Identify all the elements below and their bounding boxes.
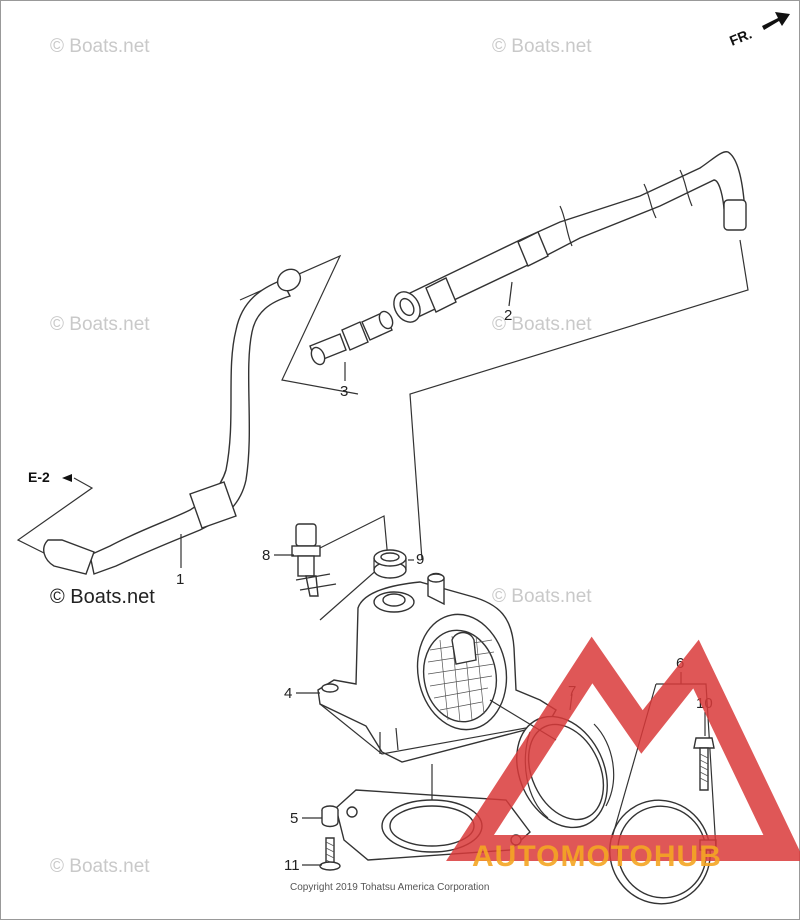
callout-11: 11 bbox=[284, 857, 300, 874]
callout-5: 5 bbox=[290, 810, 298, 827]
reference-label: E-2 bbox=[28, 469, 50, 485]
reference-e2: E-2 bbox=[16, 469, 94, 556]
part-2-hose bbox=[393, 151, 749, 561]
direction-arrow-icon bbox=[762, 12, 790, 30]
part-5-grommet bbox=[321, 805, 339, 828]
part-3-connector bbox=[309, 310, 394, 366]
watermark: © Boats.net bbox=[492, 314, 592, 335]
watermark: © Boats.net bbox=[50, 856, 150, 877]
part-1-breather-hose bbox=[43, 254, 359, 575]
callout-4: 4 bbox=[284, 685, 292, 702]
watermark: © Boats.net bbox=[50, 314, 150, 335]
callout-9: 9 bbox=[416, 551, 424, 568]
callout-1: 1 bbox=[176, 571, 184, 588]
part-8-sensor bbox=[291, 515, 389, 621]
front-direction-indicator: FR. bbox=[727, 12, 790, 49]
logo-mountain-icon bbox=[446, 636, 800, 861]
reference-arrow-icon bbox=[62, 474, 72, 482]
callout-2: 2 bbox=[504, 307, 512, 324]
logo-text: AUTOMOTOHUB bbox=[472, 840, 722, 873]
copyright-notice: Copyright 2019 Tohatsu America Corporati… bbox=[290, 882, 489, 893]
part-9-grommet bbox=[373, 549, 407, 579]
part-10-bolt bbox=[693, 737, 715, 791]
part-4-housing bbox=[317, 572, 557, 763]
watermark: © Boats.net bbox=[492, 586, 592, 607]
watermark-bold: © Boats.net bbox=[50, 586, 155, 608]
watermark: © Boats.net bbox=[50, 36, 150, 57]
part-11-screw bbox=[319, 837, 341, 871]
automotohub-logo: AUTOMOTOHUB bbox=[446, 636, 800, 873]
front-label: FR. bbox=[727, 25, 754, 48]
callout-8: 8 bbox=[262, 547, 270, 564]
watermark: © Boats.net bbox=[492, 36, 592, 57]
callout-3: 3 bbox=[340, 383, 348, 400]
filter-screen bbox=[422, 629, 498, 723]
